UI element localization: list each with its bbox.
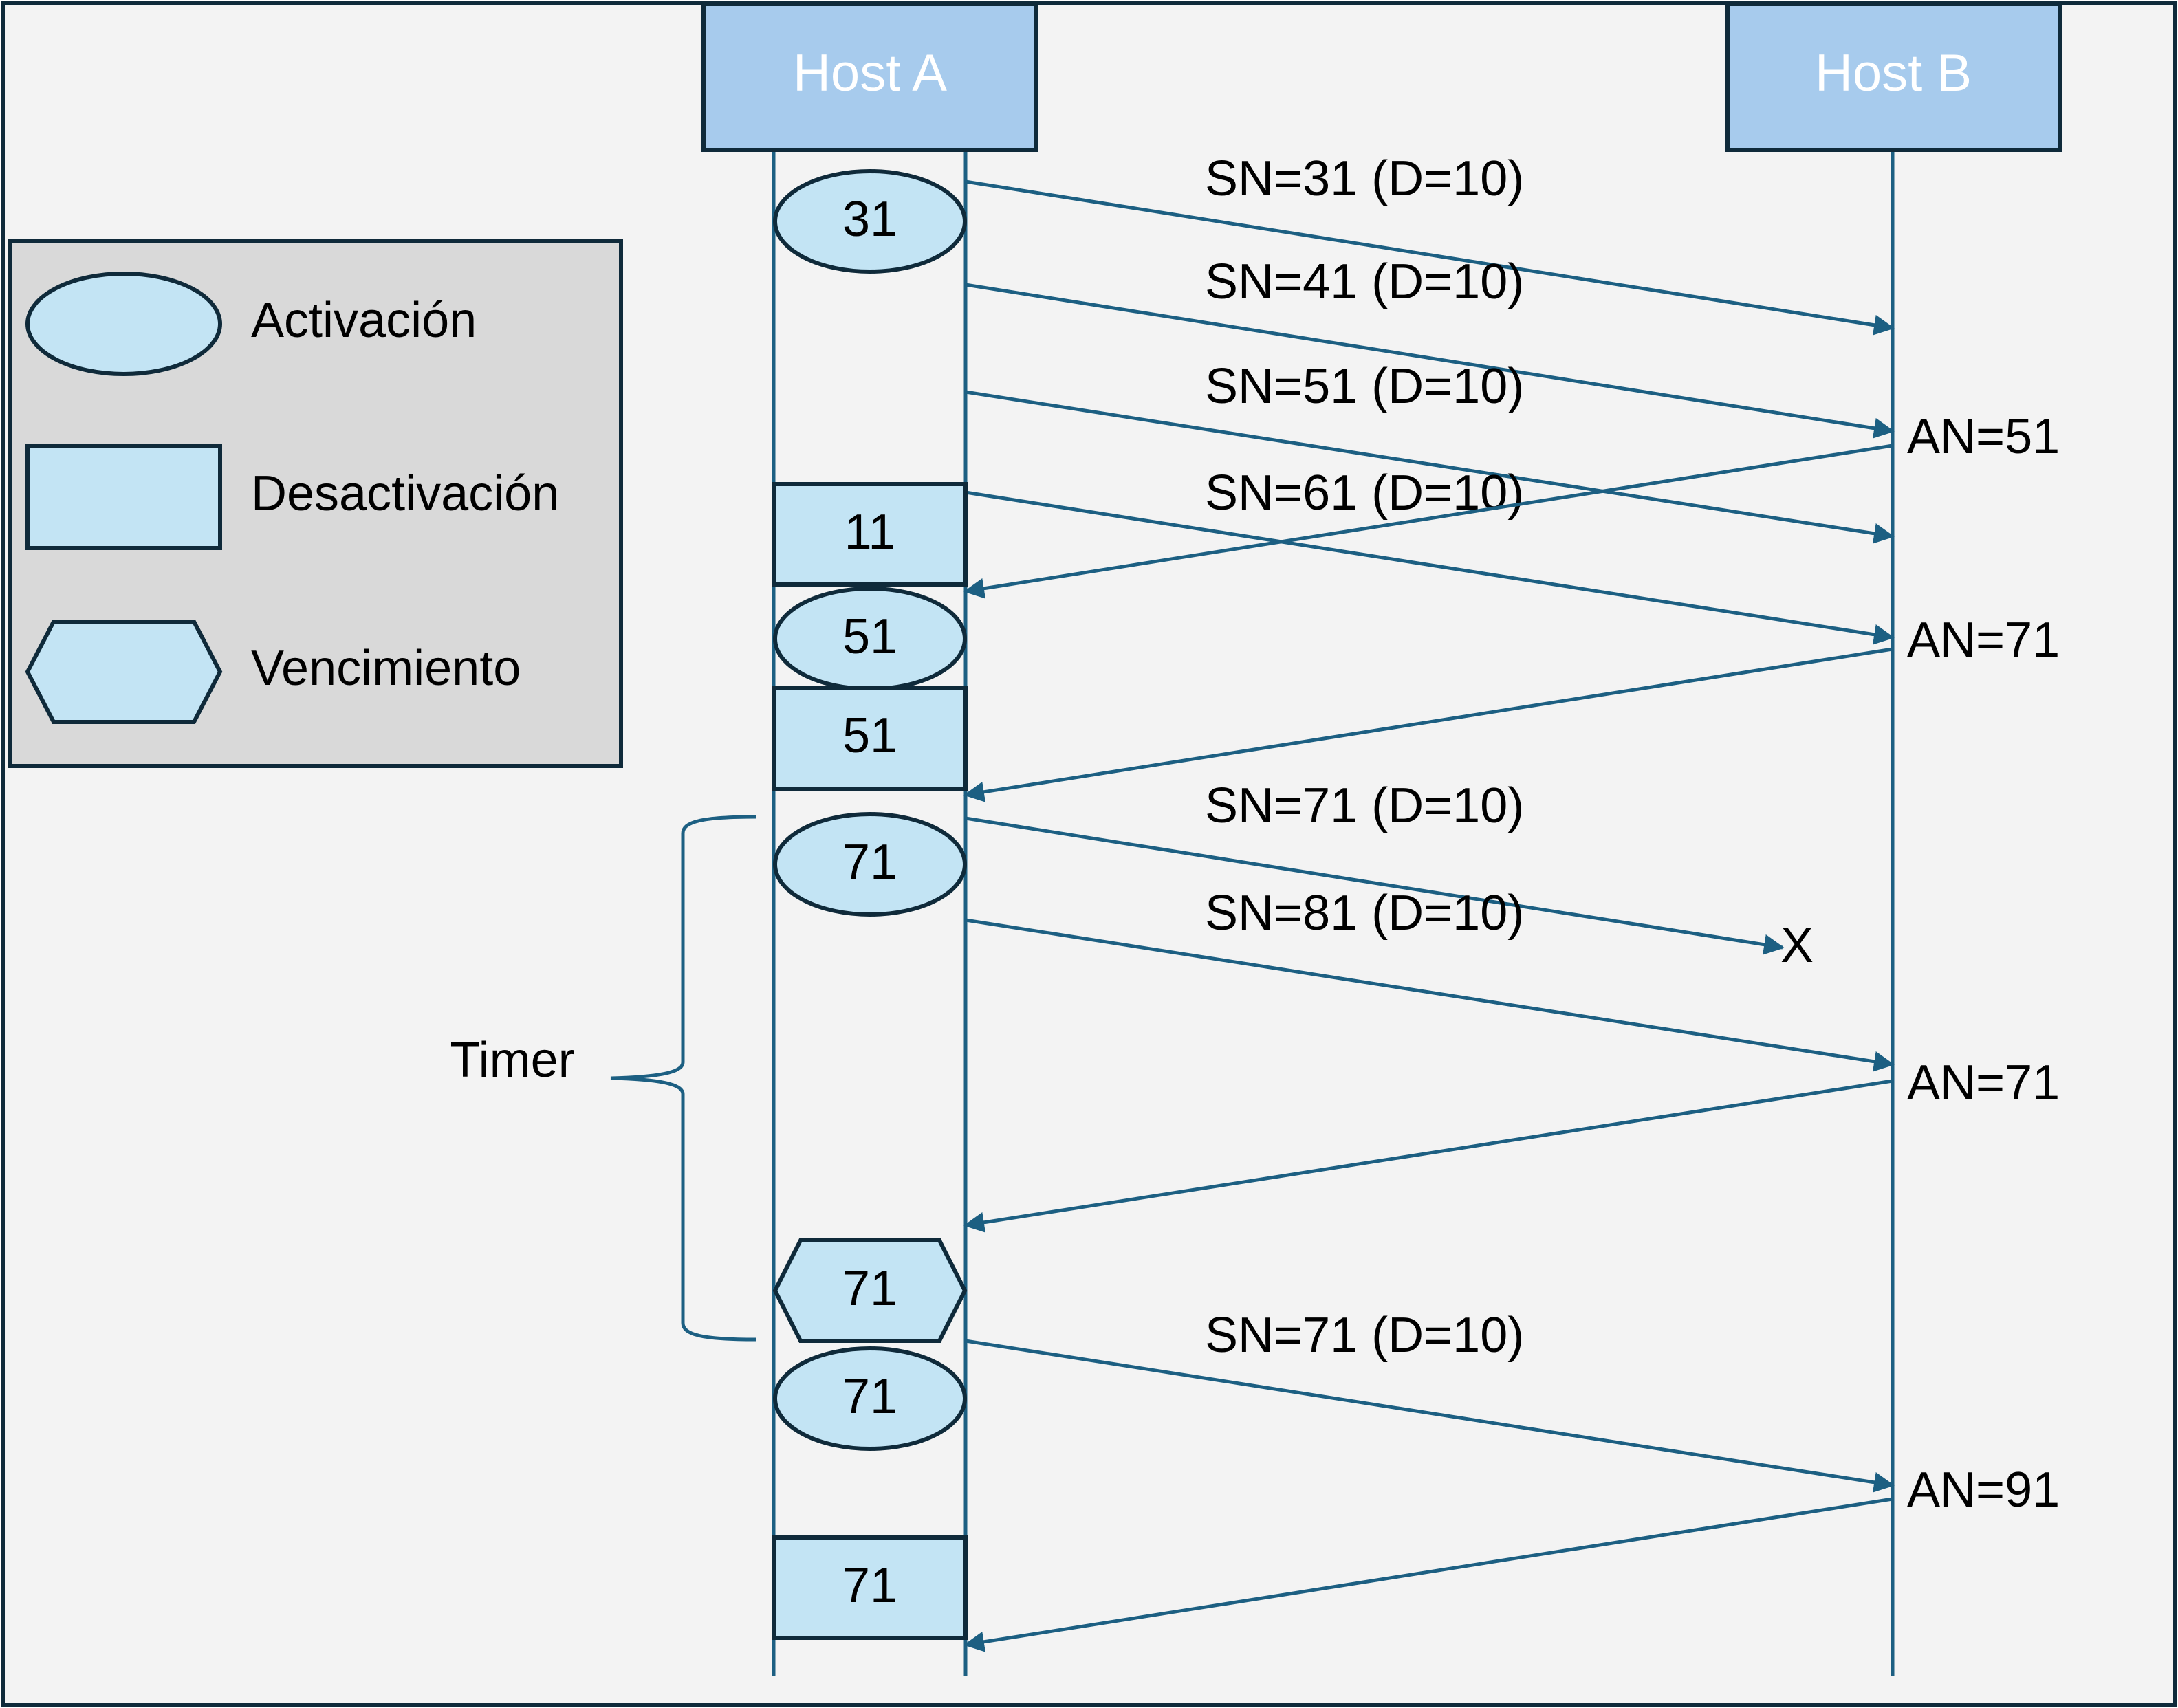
message-1: SN=31 (D=10) [965,151,1895,336]
ack-label: AN=91 [1907,1463,2060,1518]
message-label: SN=31 (D=10) [1205,151,1524,206]
event-deactivation-71: 71 [772,1535,968,1640]
event-seq-label: 71 [842,1261,897,1316]
rectangle-icon [25,444,222,550]
message-6: SN=81 (D=10) [965,886,1895,1072]
legend-expiry-label: Vencimiento [251,641,521,696]
expiry-hexagon [772,1238,968,1343]
ack-4: AN=91 [963,1463,2060,1652]
legend-activation-label: Activación [251,293,477,348]
event-activation-51: 51 [773,587,967,691]
deactivation-rect [772,1535,968,1640]
event-seq-label: 71 [842,1369,897,1424]
event-activation-31: 31 [773,169,967,274]
message-arrow [965,179,1895,336]
message-arrow [965,390,1895,544]
message-arrow [965,283,1895,439]
ack-arrow [963,1497,1893,1652]
timer-brace: Timer [450,815,757,1342]
event-seq-label: 71 [842,835,897,890]
ack-arrow [963,647,1893,802]
message-arrow [965,490,1895,645]
ack-1: AN=51 [963,409,2060,599]
host-b-header: Host B [1725,2,2062,152]
legend: Activación Desactivación Vencimiento [8,239,623,768]
event-seq-label: 11 [845,505,896,560]
event-deactivation-51: 51 [772,686,968,791]
ack-arrow [963,444,1893,599]
event-seq-label: 71 [842,1558,897,1613]
event-seq-label: 51 [842,708,897,763]
lost-marker: X [1780,918,1814,973]
timer-label: Timer [450,1033,574,1088]
ack-3: AN=71 [963,1055,2060,1233]
activation-ellipse [773,812,967,917]
deactivation-rect [772,686,968,791]
message-label: SN=71 (D=10) [1205,1308,1524,1363]
ellipse-icon [25,272,222,376]
event-activation-71: 71 [773,812,967,917]
ack-arrow [963,1079,1893,1233]
event-deactivation-11: 11 [772,482,968,587]
message-arrow [965,918,1895,1072]
event-activation-71-retransmit: 71 [773,1346,967,1451]
event-seq-label: 51 [842,609,897,664]
event-seq-label: 31 [842,192,897,247]
message-label: SN=81 (D=10) [1205,886,1524,941]
message-7: SN=71 (D=10) [965,1308,1895,1493]
message-arrow [965,1339,1895,1493]
event-expiry-71: 71 [772,1238,968,1343]
hexagon-icon [25,620,223,724]
ack-label: AN=71 [1907,1055,2060,1110]
activation-ellipse [773,1346,967,1451]
message-3: SN=51 (D=10) [965,359,1895,544]
message-label: SN=51 (D=10) [1205,359,1524,414]
message-2: SN=41 (D=10) [965,254,1895,439]
message-label: SN=41 (D=10) [1205,254,1524,309]
message-label: SN=71 (D=10) [1205,778,1524,833]
legend-deactivation-label: Desactivación [251,466,559,521]
host-a-label: Host A [793,44,947,102]
host-b-label: Host B [1815,44,1972,102]
ack-2: AN=71 [963,613,2060,802]
message-5-lost: SN=71 (D=10) X [965,778,1814,973]
host-a-header: Host A [701,2,1038,152]
deactivation-rect [772,482,968,587]
message-arrow [965,816,1785,955]
activation-ellipse [773,169,967,274]
ack-label: AN=71 [1907,613,2060,668]
ack-label: AN=51 [1907,409,2060,464]
